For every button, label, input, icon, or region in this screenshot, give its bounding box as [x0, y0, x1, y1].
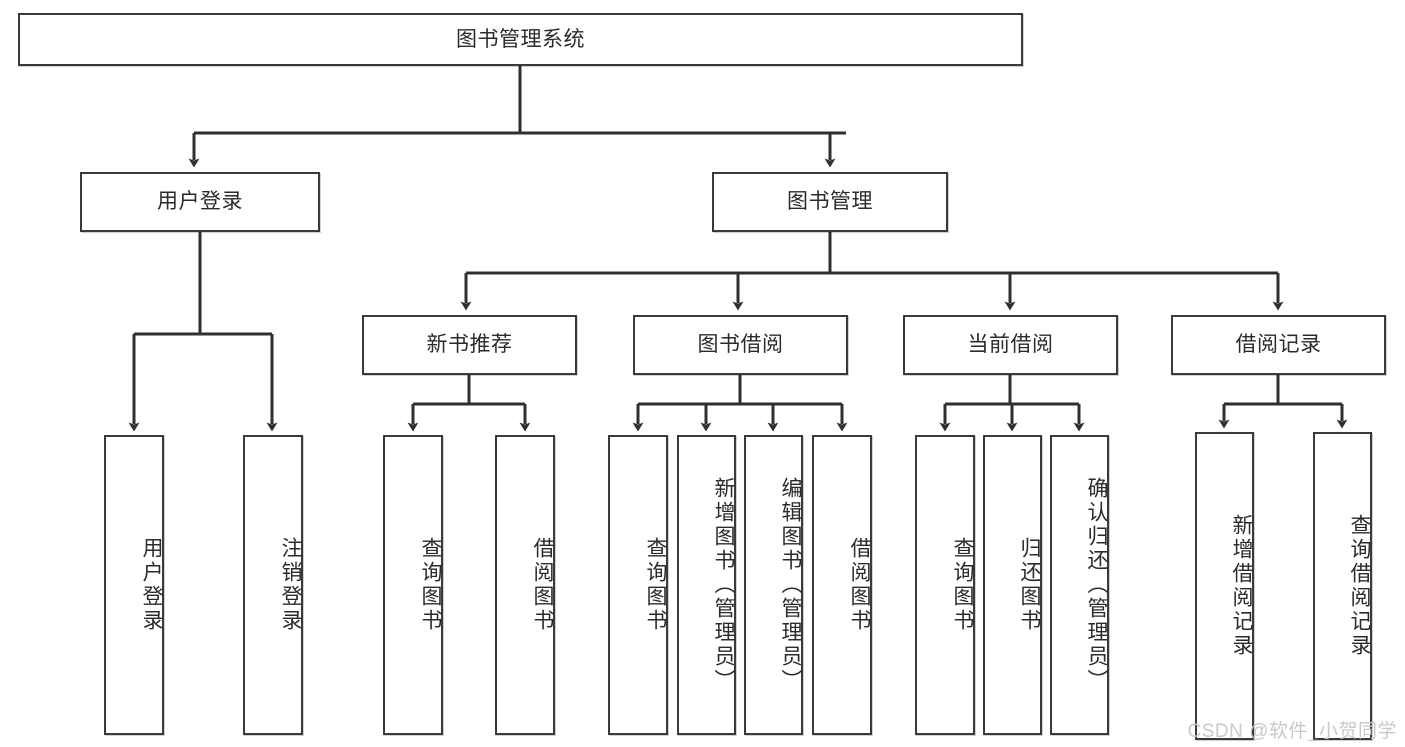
node-borrow-record[interactable]: 借阅记录	[1171, 315, 1386, 375]
node-current-borrow-label: 当前借阅	[967, 333, 1054, 357]
node-borrow-record-label: 借阅记录	[1235, 333, 1322, 357]
leaf-book-borrow-edit-book-admin[interactable]: 编辑图书（管理员）	[744, 435, 803, 735]
node-root-book-management-system[interactable]: 图书管理系统	[18, 13, 1023, 66]
node-book-borrow-label: 图书借阅	[697, 333, 784, 357]
leaf-book-borrow-query-book[interactable]: 查询图书	[608, 435, 668, 735]
leaf-label: 查询图书	[419, 537, 442, 633]
leaf-label: 注销登录	[279, 537, 302, 633]
leaf-new-book-borrow-book[interactable]: 借阅图书	[495, 435, 555, 735]
leaf-label: 编辑图书（管理员）	[779, 477, 802, 693]
leaf-current-borrow-query-book[interactable]: 查询图书	[915, 435, 975, 735]
node-book-management-label: 图书管理	[787, 190, 873, 214]
leaf-label: 新增借阅记录	[1230, 514, 1253, 658]
leaf-borrow-record-query-record[interactable]: 查询借阅记录	[1313, 432, 1372, 740]
leaf-current-borrow-confirm-return-admin[interactable]: 确认归还（管理员）	[1050, 435, 1109, 735]
node-new-book-recommend-label: 新书推荐	[426, 333, 513, 357]
leaf-label: 新增图书（管理员）	[712, 477, 735, 693]
node-root-label: 图书管理系统	[456, 27, 585, 51]
node-user-login-label: 用户登录	[157, 190, 243, 214]
leaf-user-login-do-login[interactable]: 用户登录	[104, 435, 164, 735]
node-current-borrow[interactable]: 当前借阅	[903, 315, 1118, 375]
leaf-label: 归还图书	[1018, 537, 1041, 633]
leaf-label: 确认归还（管理员）	[1085, 477, 1108, 693]
leaf-borrow-record-add-record[interactable]: 新增借阅记录	[1195, 432, 1254, 740]
node-book-borrow[interactable]: 图书借阅	[633, 315, 848, 375]
node-new-book-recommend[interactable]: 新书推荐	[362, 315, 577, 375]
leaf-current-borrow-return-book[interactable]: 归还图书	[983, 435, 1042, 735]
leaf-label: 查询借阅记录	[1348, 514, 1371, 658]
leaf-label: 查询图书	[644, 537, 667, 633]
watermark: CSDN @软件_小贺同学	[1187, 721, 1397, 742]
leaf-book-borrow-borrow-book[interactable]: 借阅图书	[812, 435, 872, 735]
node-book-management[interactable]: 图书管理	[712, 172, 948, 232]
leaf-label: 查询图书	[951, 537, 974, 633]
leaf-user-login-logout[interactable]: 注销登录	[243, 435, 303, 735]
leaf-label: 借阅图书	[531, 537, 554, 633]
leaf-label: 用户登录	[140, 537, 163, 633]
leaf-book-borrow-add-book-admin[interactable]: 新增图书（管理员）	[677, 435, 736, 735]
leaf-new-book-query-book[interactable]: 查询图书	[383, 435, 443, 735]
node-user-login[interactable]: 用户登录	[80, 172, 320, 232]
leaf-label: 借阅图书	[848, 537, 871, 633]
